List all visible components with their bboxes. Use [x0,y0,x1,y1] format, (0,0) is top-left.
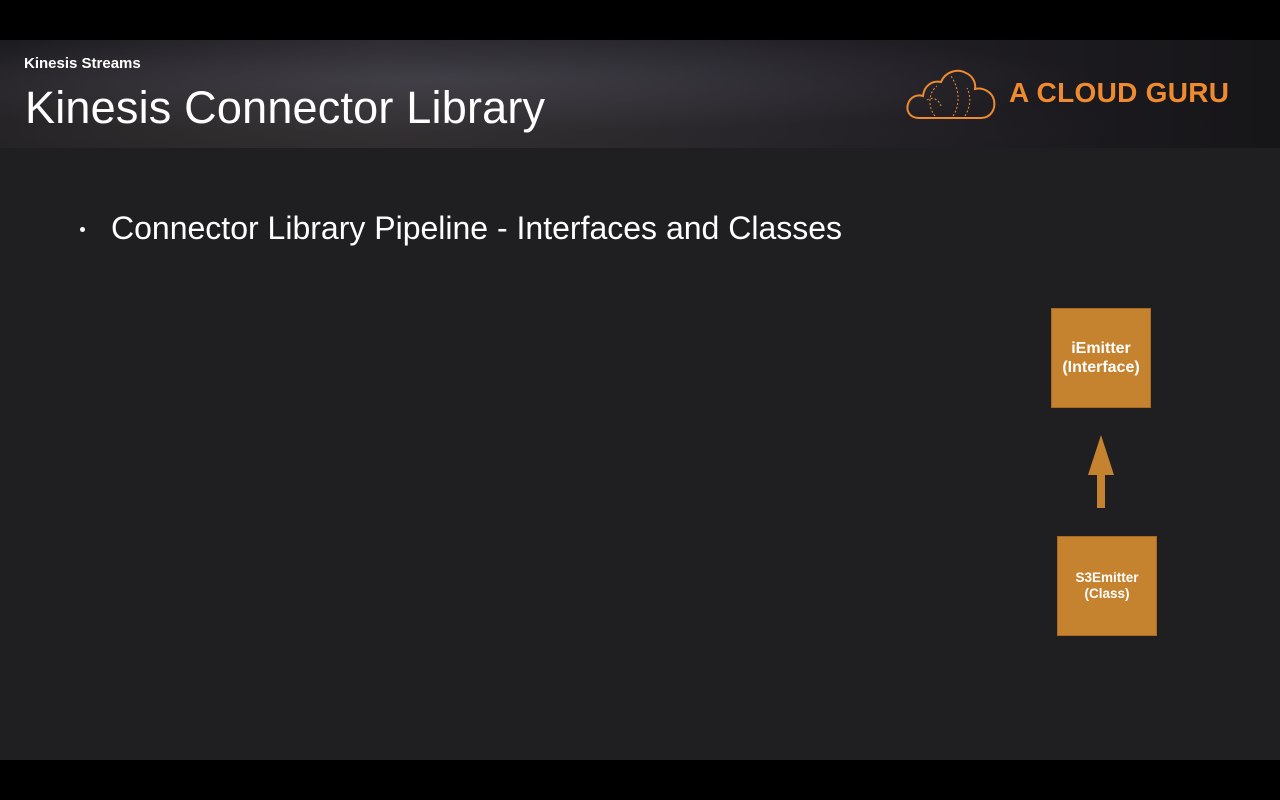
iemitter-box-label: iEmitter (Interface) [1062,339,1139,377]
slide-header: Kinesis Streams Kinesis Connector Librar… [0,40,1280,148]
s3emitter-box-line1: S3Emitter [1075,569,1139,585]
brand-name: A CLOUD GURU [1009,77,1230,108]
iemitter-box-line1: iEmitter [1071,339,1131,357]
slide-title: Kinesis Connector Library [25,82,546,133]
arrow-up-icon [1088,435,1114,508]
s3emitter-box-line2: (Class) [1084,586,1130,601]
cloud-logo-icon [906,69,996,119]
section-label: Kinesis Streams [24,55,141,72]
letterbox-bottom [0,760,1280,800]
brand-logo: A CLOUD GURU [905,66,1245,122]
bullet-text: Connector Library Pipeline - Interfaces … [111,209,843,246]
bullet-item: Connector Library Pipeline - Interfaces … [80,208,842,248]
s3emitter-box-label: S3Emitter (Class) [1075,570,1138,602]
bullet-dot [80,226,85,232]
presentation-slide: Kinesis Streams Kinesis Connector Librar… [0,40,1280,760]
s3emitter-class-box: S3Emitter (Class) [1057,536,1157,636]
iemitter-box-line2: (Interface) [1062,359,1140,376]
iemitter-interface-box: iEmitter (Interface) [1051,308,1151,408]
letterbox-top [0,0,1280,40]
